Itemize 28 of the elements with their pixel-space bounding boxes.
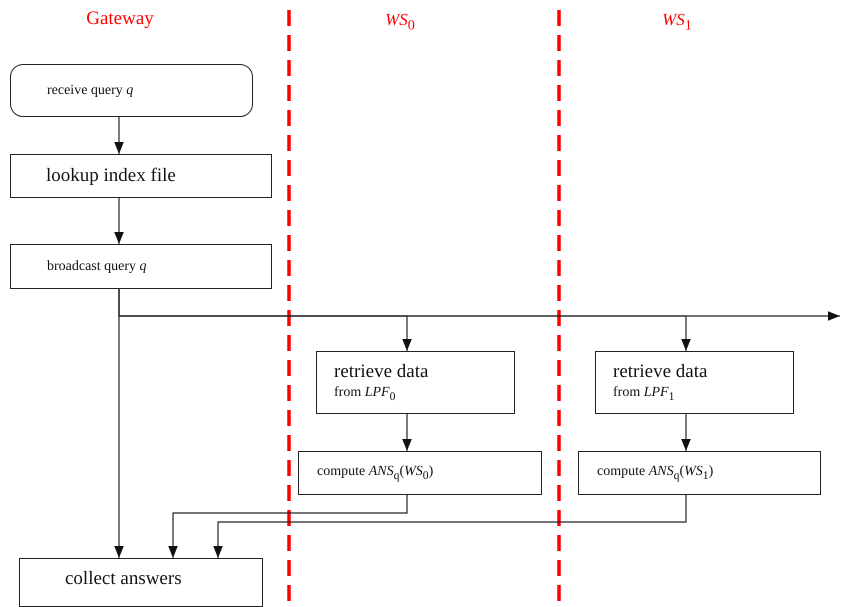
start-box (10, 64, 253, 117)
node-text: retrieve data (334, 360, 430, 384)
lane-heading: Gateway (86, 8, 154, 30)
node-text: broadcast query q (47, 258, 148, 276)
arrow (168, 495, 408, 558)
process-box (595, 351, 794, 414)
node-text: compute ANS$_{q}$(WS$_{1}$) (597, 462, 714, 484)
process-box (10, 244, 272, 289)
arrow (114, 117, 124, 154)
node-text: from LPF$_{1}$ (613, 384, 676, 405)
arrow (118, 289, 840, 321)
arrow (402, 414, 412, 451)
lane-heading: WS$_{1}$ (662, 10, 692, 34)
lane-heading: WS$_{0}$ (385, 10, 415, 34)
node-text: retrieve data (613, 360, 708, 384)
node-text: receive query q (47, 82, 134, 100)
node-text: compute ANS$_{q}$(WS$_{0}$) (317, 462, 434, 484)
process-box (578, 451, 821, 495)
process-box (10, 154, 272, 198)
arrow (213, 495, 687, 558)
node-text: from LPF$_{0}$ (334, 384, 396, 405)
arrow (114, 198, 124, 244)
node-text: lookup index file (46, 164, 177, 188)
node-text: collect answers (65, 567, 183, 591)
process-box (19, 558, 263, 607)
arrow (681, 414, 691, 451)
process-box (316, 351, 515, 414)
process-box (298, 451, 542, 495)
